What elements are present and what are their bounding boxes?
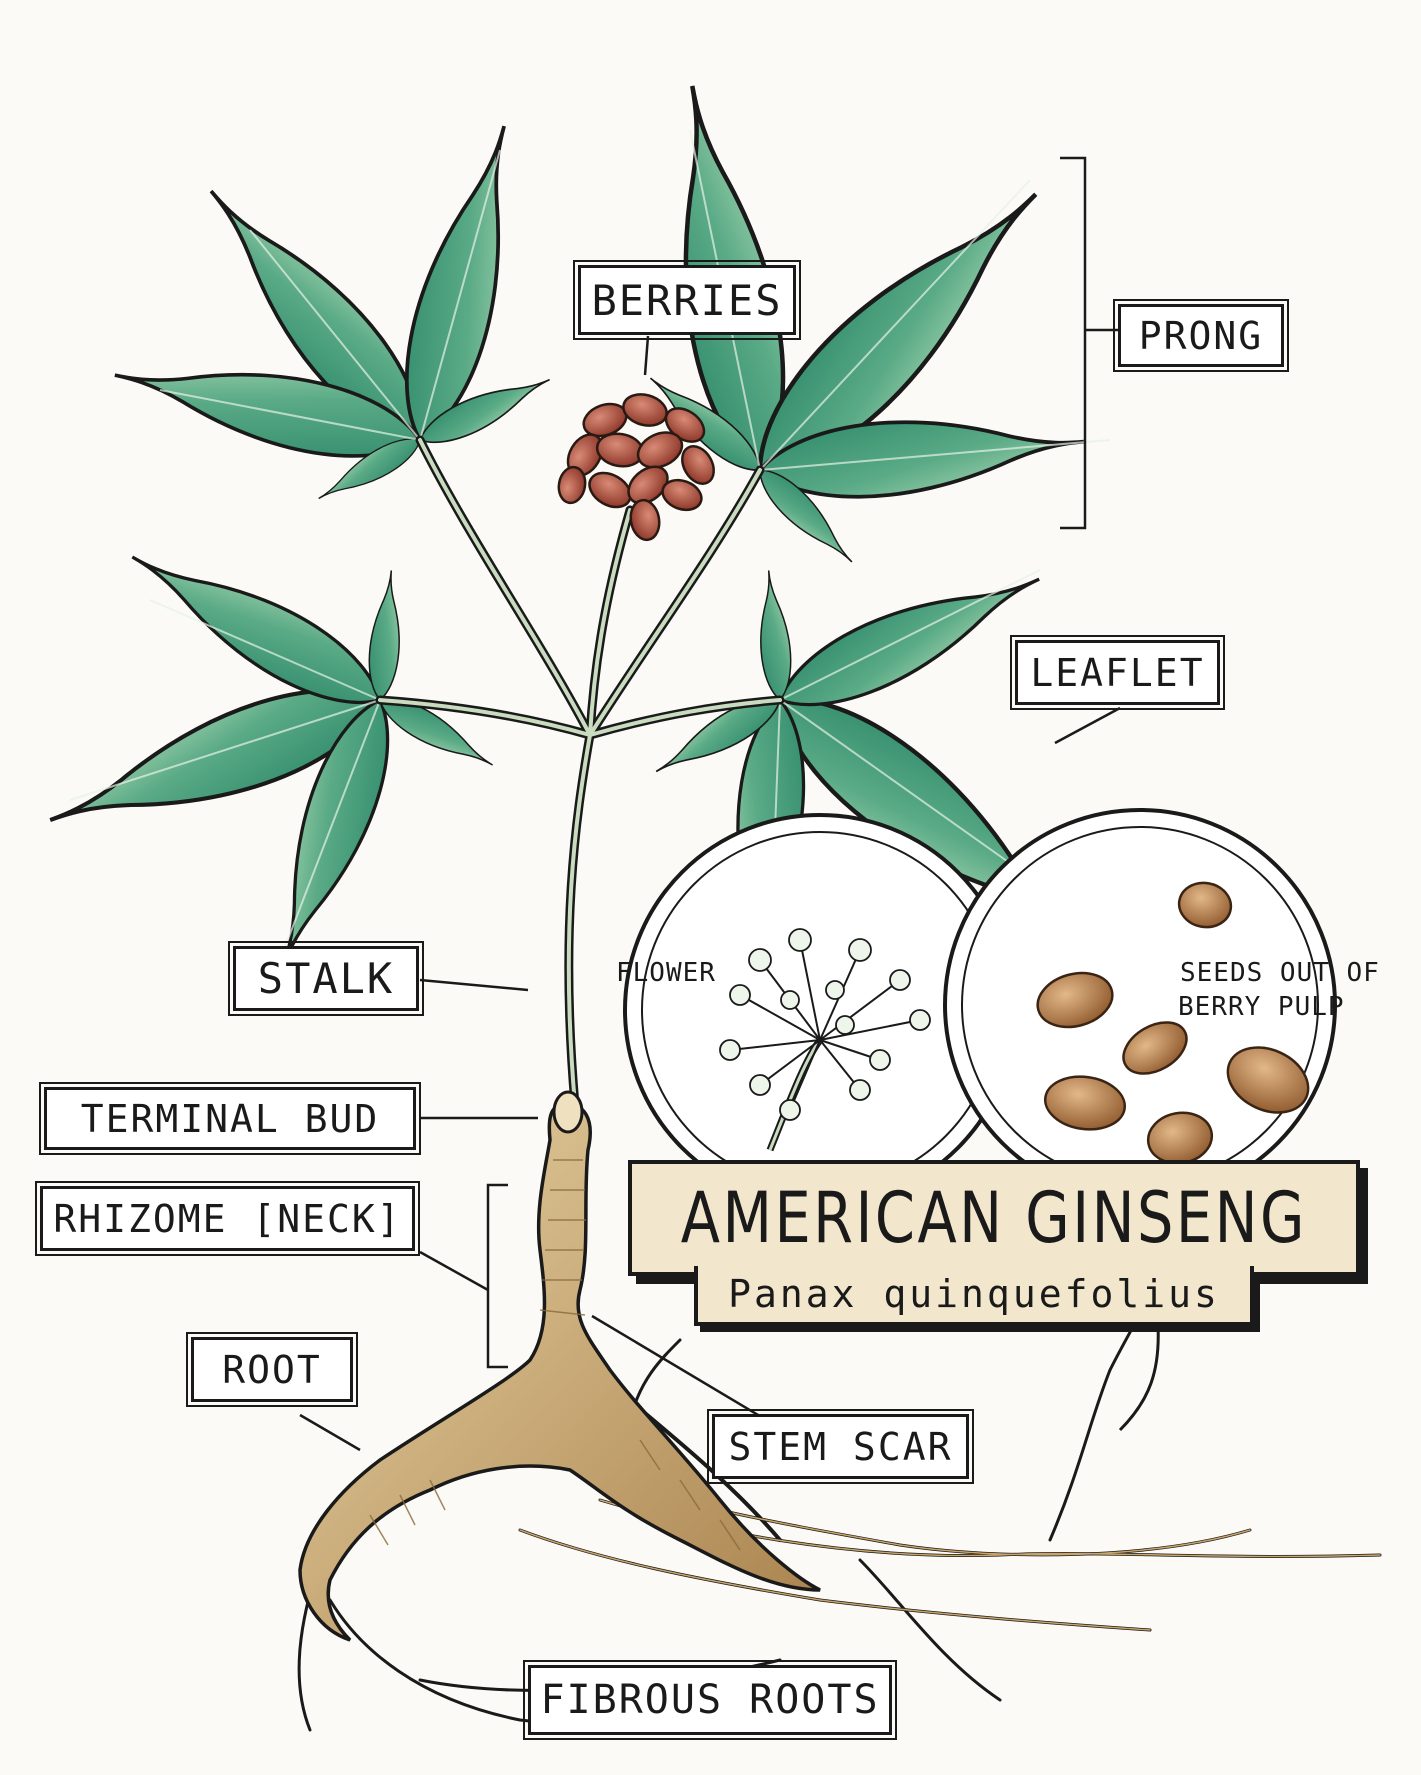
label-fibrous-roots: FIBROUS ROOTS	[528, 1665, 892, 1735]
label-terminal-bud: TERMINAL BUD	[44, 1087, 416, 1150]
label-stem-scar: STEM SCAR	[712, 1414, 969, 1479]
label-root: ROOT	[191, 1337, 353, 1402]
page-title: AMERICAN GINSENG	[681, 1177, 1307, 1259]
label-stalk: STALK	[233, 946, 419, 1011]
leaflet	[116, 529, 396, 727]
leaflet	[366, 569, 406, 701]
label-prong: PRONG	[1118, 304, 1284, 367]
subtitle-banner: Panax quinquefolius	[694, 1266, 1254, 1326]
leaflet	[767, 550, 1053, 729]
label-leaflet: LEAFLET	[1015, 640, 1220, 705]
label-rhizome: RHIZOME [NECK]	[40, 1186, 415, 1251]
flower-caption: FLOWER	[616, 956, 716, 990]
seeds-caption-line1: SEEDS OUT OF	[1180, 956, 1380, 990]
leaflet	[754, 569, 794, 701]
label-berries: BERRIES	[578, 265, 796, 335]
scientific-name: Panax quinquefolius	[728, 1272, 1220, 1316]
roots	[299, 1270, 1380, 1730]
title-banner: AMERICAN GINSENG	[628, 1160, 1360, 1276]
seeds-caption-line2: BERRY PULP	[1178, 990, 1345, 1024]
terminal-bud	[554, 1092, 582, 1132]
